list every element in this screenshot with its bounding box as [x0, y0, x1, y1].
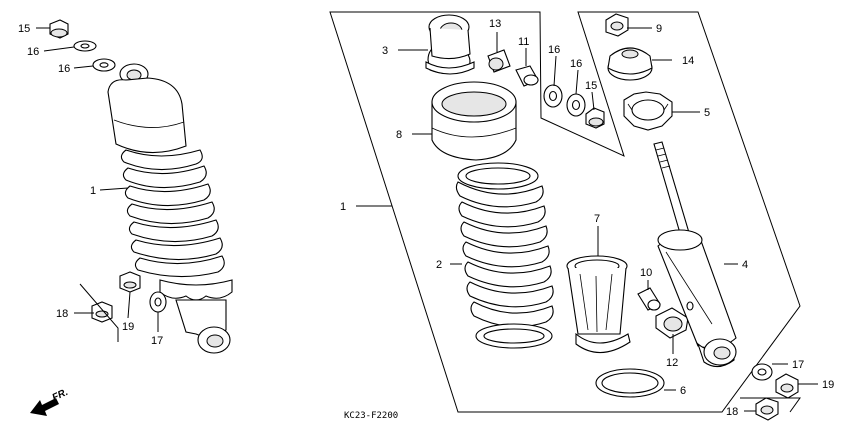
nut-19-right: [775, 373, 799, 399]
callout-18: 18: [56, 308, 68, 320]
nut-19-left: [119, 271, 141, 293]
callout-15: 15: [585, 80, 597, 92]
callout-5: 5: [704, 107, 710, 119]
spring-2: [455, 162, 554, 349]
bushing-13: [487, 49, 511, 73]
washer-17-left: [149, 291, 167, 313]
exploded-view-frame: [329, 11, 801, 413]
callout-16: 16: [58, 63, 70, 75]
nut-15-left: [49, 19, 69, 39]
lower-spring-seat: [159, 279, 233, 301]
front-direction-arrow: FR.: [30, 387, 70, 416]
callout-3: 3: [382, 45, 388, 57]
upper-mount-3: [425, 14, 475, 75]
rubber-bushing-14: [607, 47, 653, 81]
cap-nut-18-left: [91, 301, 113, 323]
spring-guide-8: [431, 81, 517, 161]
callout-7: 7: [594, 213, 600, 225]
assembled-shock-absorber: [49, 19, 233, 354]
nut-9: [605, 13, 629, 37]
washer-16-right-2: [566, 93, 586, 117]
lock-nut-5: [623, 91, 673, 131]
nut-15-right: [585, 107, 605, 129]
left-leader-lines: [36, 27, 159, 332]
callout-12: 12: [666, 357, 678, 369]
callout-8: 8: [396, 129, 402, 141]
diagram-code: KC23-F2200: [344, 411, 398, 421]
callout-11: 11: [518, 36, 529, 48]
callout-1: 1: [90, 185, 96, 197]
bushing-12: [655, 307, 689, 339]
callout-17: 17: [792, 359, 804, 371]
callout-16: 16: [548, 44, 560, 56]
washer-16-left-upper: [73, 40, 97, 52]
callout-10: 10: [640, 267, 652, 279]
callout-2: 2: [436, 259, 442, 271]
callout-19: 19: [122, 321, 134, 333]
callout-4: 4: [742, 259, 748, 271]
callout-17: 17: [151, 335, 163, 347]
cap-nut-18-right: [755, 397, 779, 421]
callout-14: 14: [682, 55, 694, 67]
right-leader-lines: [356, 27, 818, 412]
washer-17-right: [751, 363, 773, 381]
right-callout-labels: 3 13 11 16 16 15 9 14 5 8 1 2 7 10 12 4 …: [340, 18, 834, 418]
callout-16: 16: [570, 58, 582, 70]
callout-16: 16: [27, 46, 39, 58]
callout-15: 15: [18, 23, 30, 35]
callout-19: 19: [822, 379, 834, 391]
spring-cage-7: [566, 255, 631, 354]
spring-coils-left: [120, 149, 225, 278]
washer-16-left-lower: [92, 58, 116, 72]
callout-9: 9: [656, 23, 662, 35]
left-callout-labels: 15 16 16 1 18 19 17: [18, 23, 163, 347]
damper-unit-4: [653, 141, 737, 368]
collar-11: [515, 65, 539, 87]
o-ring-6: [595, 368, 665, 398]
callout-13: 13: [489, 18, 501, 30]
callout-18: 18: [726, 406, 738, 418]
front-label: FR.: [51, 387, 70, 404]
callout-6: 6: [680, 385, 686, 397]
bushing-10: [637, 287, 661, 311]
callout-1: 1: [340, 201, 346, 213]
washer-16-right: [543, 84, 563, 108]
upper-spring-cover: [107, 77, 187, 154]
